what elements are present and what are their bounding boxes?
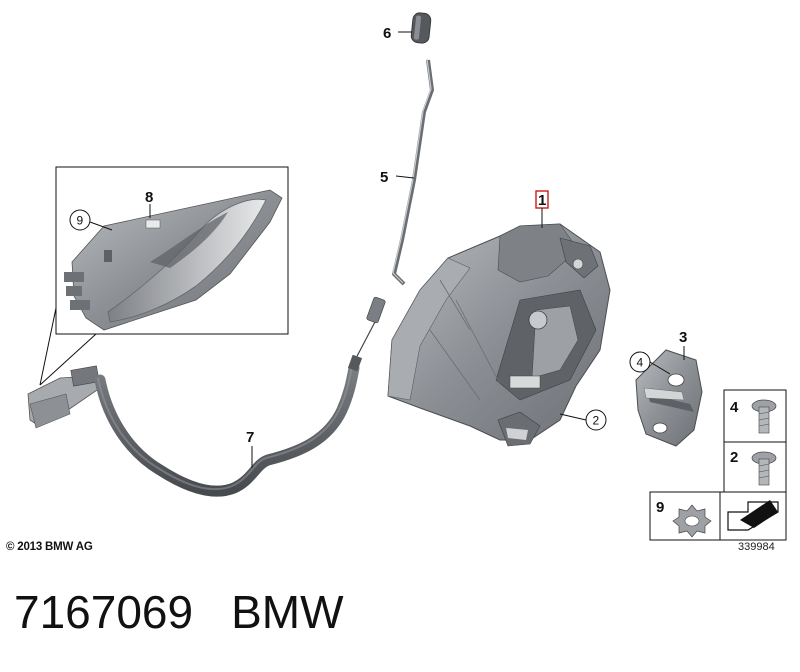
door-lock-actuator: 1 2 bbox=[387, 190, 611, 447]
callout-5: 5 bbox=[380, 169, 388, 186]
footer-caption: 7167069 BMW bbox=[14, 585, 344, 639]
callout-2-circle: 2 bbox=[593, 414, 600, 428]
door-striker: 3 4 bbox=[629, 329, 703, 447]
inset-handle-detail: 8 9 bbox=[39, 166, 289, 386]
cutoff-arrow-icon bbox=[727, 500, 779, 531]
part-number: 7167069 bbox=[14, 586, 194, 638]
callout-3: 3 bbox=[679, 329, 687, 346]
legend-label-2: 2 bbox=[730, 449, 738, 466]
callout-4-circle: 4 bbox=[637, 356, 644, 370]
callout-9-circle: 9 bbox=[77, 214, 84, 228]
bowden-cable: 7 bbox=[27, 296, 386, 497]
small-parts-legend: 4 2 9 bbox=[649, 389, 787, 541]
callout-6: 6 bbox=[383, 25, 391, 42]
diagram-number: 339984 bbox=[738, 541, 775, 553]
parts-diagram: 8 9 7 5 6 bbox=[27, 12, 787, 541]
rod-end-cap: 6 bbox=[383, 12, 432, 44]
legend-label-4: 4 bbox=[730, 399, 739, 416]
speed-nut-icon bbox=[672, 504, 712, 538]
lock-rod: 5 bbox=[380, 58, 434, 286]
callout-7: 7 bbox=[246, 429, 254, 446]
brand-name: BMW bbox=[231, 586, 344, 638]
copyright-notice: © 2013 BMW AG bbox=[6, 541, 93, 553]
legend-label-9: 9 bbox=[656, 499, 664, 516]
callout-8: 8 bbox=[145, 189, 153, 206]
callout-1: 1 bbox=[538, 192, 546, 209]
